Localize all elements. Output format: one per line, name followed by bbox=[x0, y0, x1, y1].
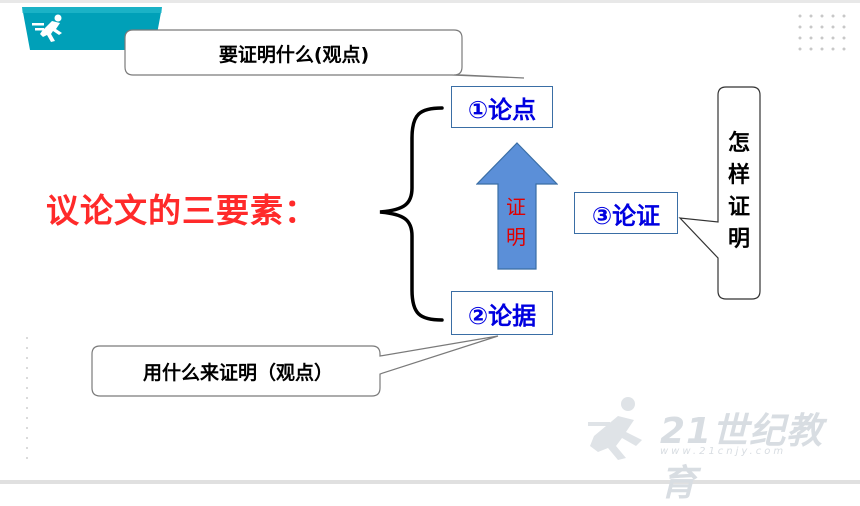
left-dot-line bbox=[26, 337, 28, 459]
arrow-label-char: 明 bbox=[506, 225, 526, 249]
right-callout-char: 样 bbox=[727, 163, 750, 188]
arrow-label-char: 证 bbox=[506, 195, 526, 219]
arrow-label: 证 明 bbox=[498, 192, 534, 252]
top-frame-line bbox=[0, 0, 860, 3]
right-callout-char: 证 bbox=[727, 195, 750, 220]
right-callout-char: 明 bbox=[727, 227, 750, 252]
curly-brace bbox=[379, 106, 444, 322]
running-figure-icon bbox=[32, 14, 62, 42]
right-callout-text: 怎 样 证 明 bbox=[718, 128, 760, 256]
argument-box: ①论点 bbox=[451, 86, 553, 128]
right-callout-char: 怎 bbox=[727, 131, 750, 156]
bottom-callout-text: 用什么来证明（观点） bbox=[142, 361, 333, 384]
dot-grid-decoration bbox=[798, 14, 846, 51]
top-callout-text: 要证明什么(观点) bbox=[218, 43, 370, 66]
main-title: 议论文的三要素： bbox=[46, 191, 318, 230]
evidence-box: ②论据 bbox=[451, 291, 553, 335]
watermark-logo-icon bbox=[588, 397, 642, 460]
bottom-frame-line bbox=[0, 480, 860, 484]
up-arrow bbox=[476, 142, 558, 270]
reasoning-box: ③论证 bbox=[574, 192, 678, 234]
watermark-url: www.21cnjy.com bbox=[660, 446, 787, 457]
